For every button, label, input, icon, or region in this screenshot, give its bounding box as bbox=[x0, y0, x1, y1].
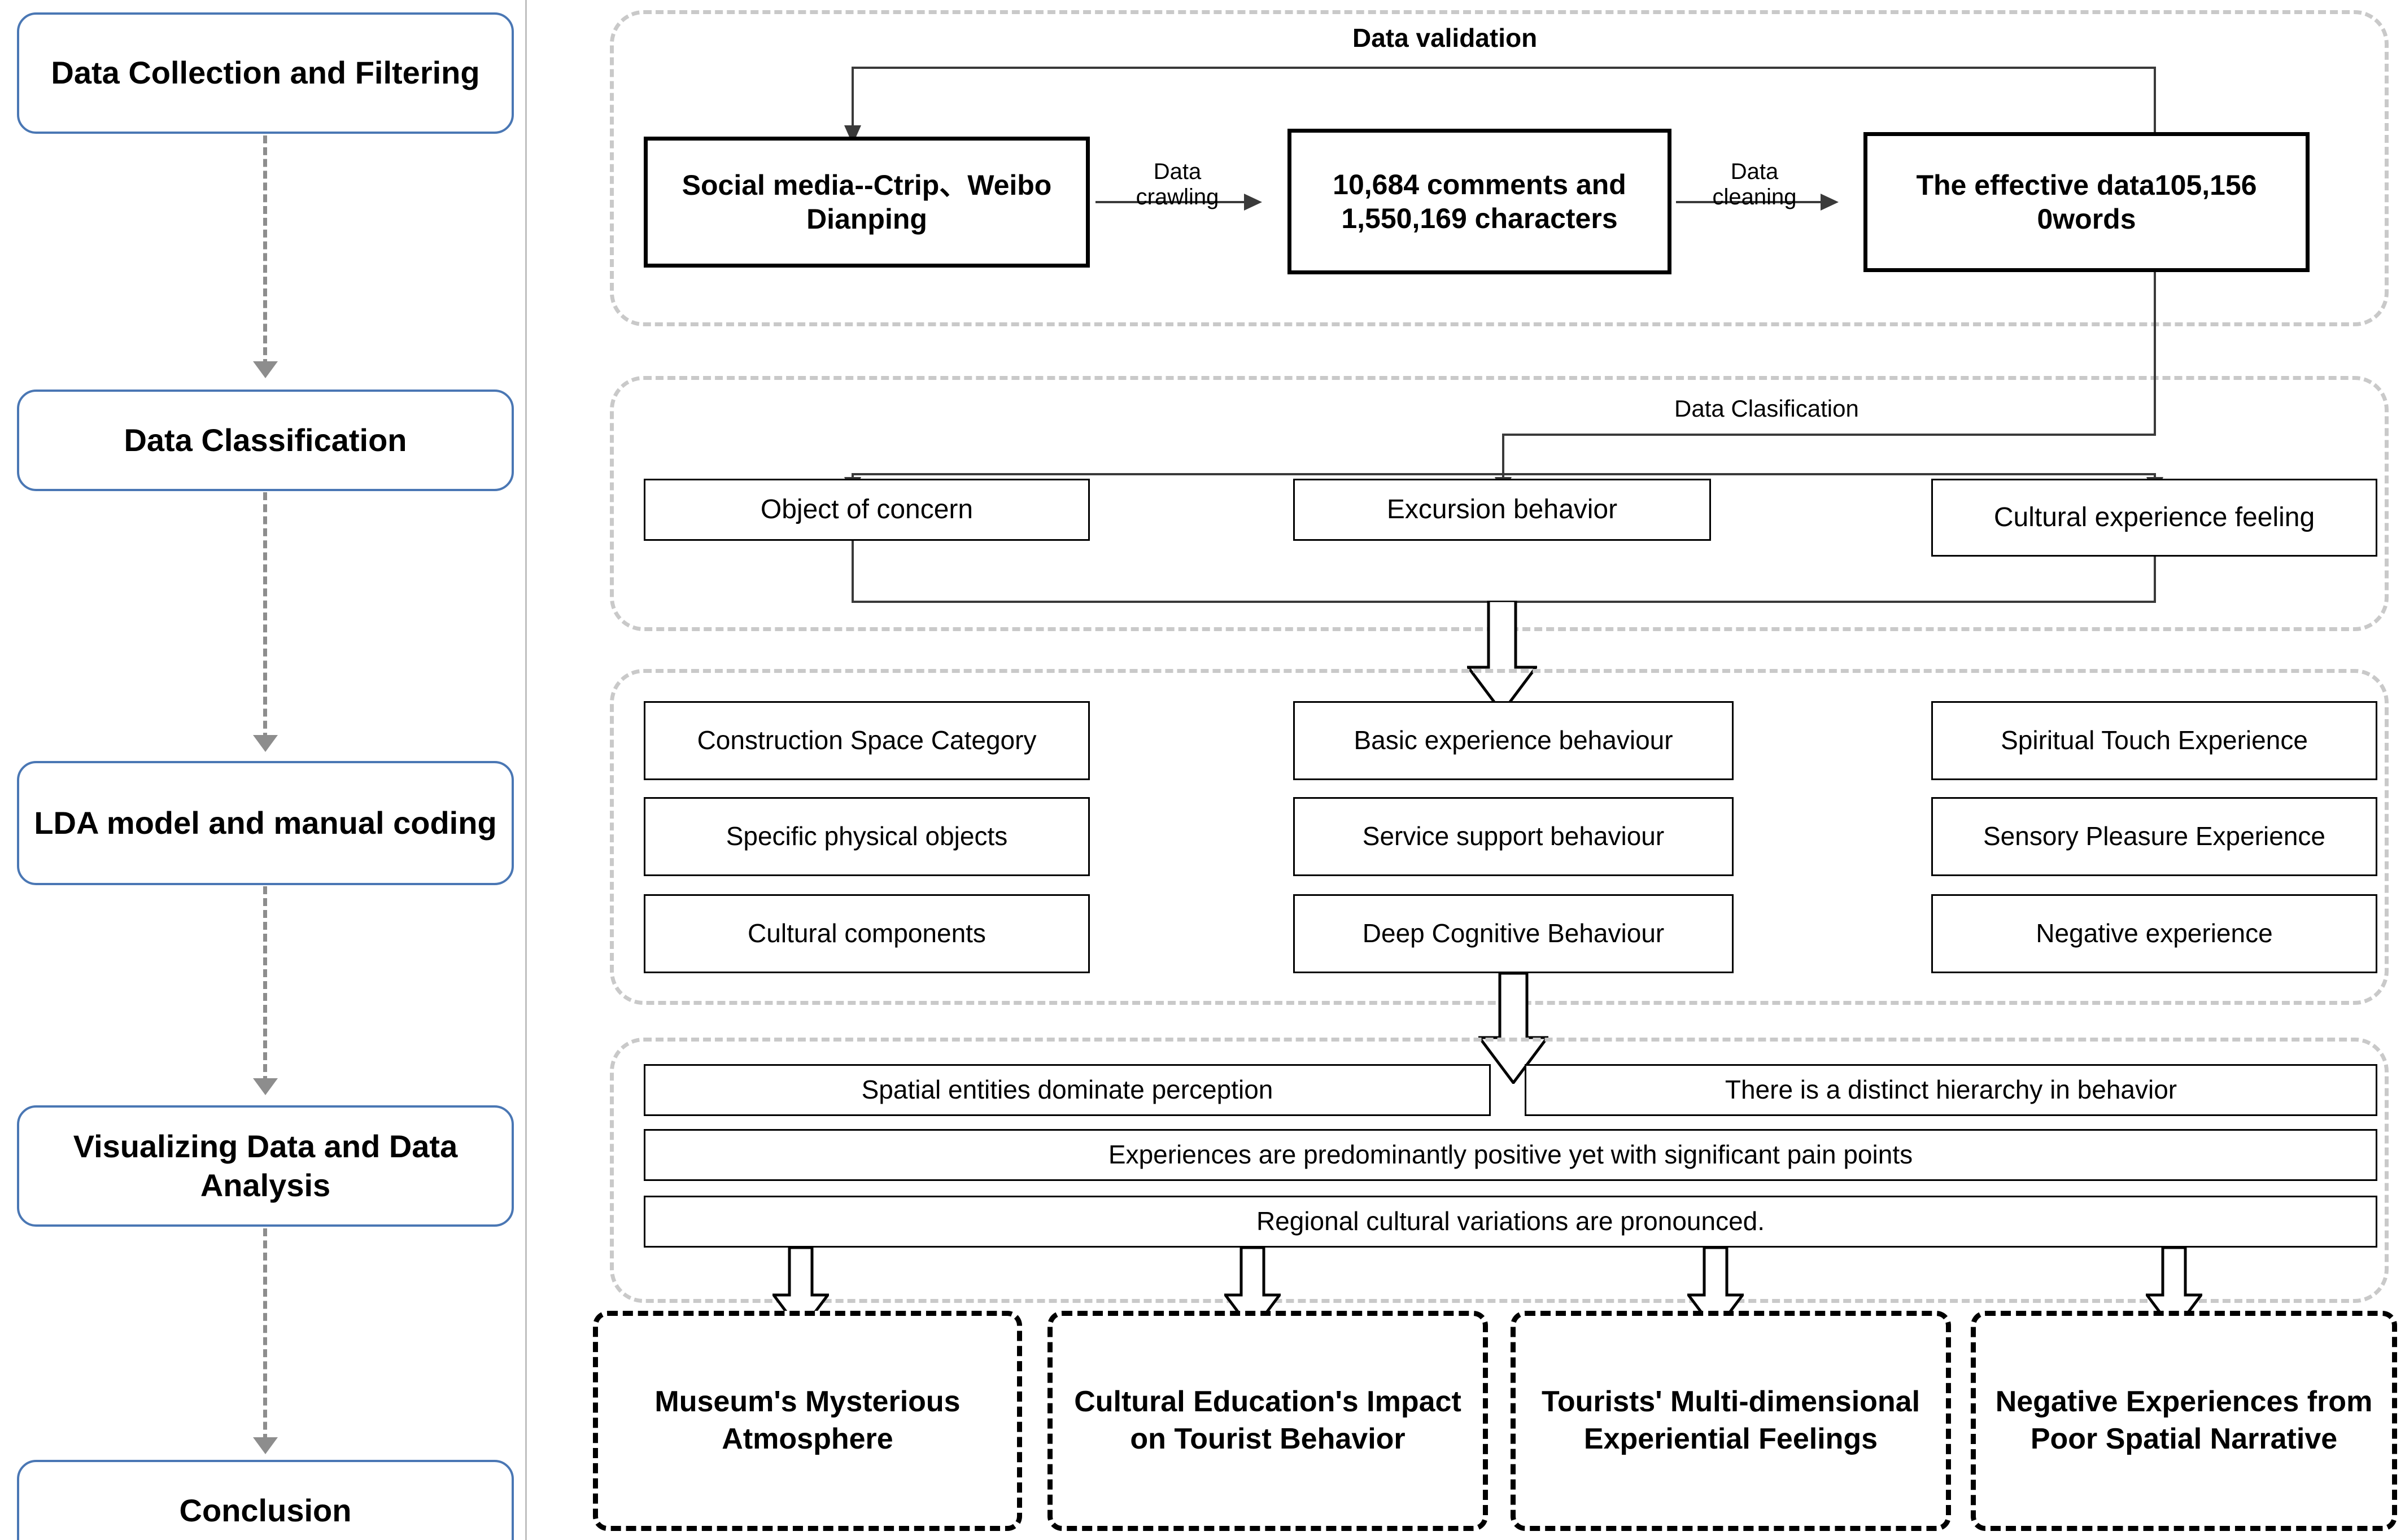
box-object-of-concern[interactable]: Object of concern bbox=[644, 479, 1090, 541]
stage-data-classification[interactable]: Data Classification bbox=[17, 390, 514, 491]
box-sensory-pleasure-experience[interactable]: Sensory Pleasure Experience bbox=[1931, 797, 2377, 876]
stage-data-collection[interactable]: Data Collection and Filtering bbox=[17, 12, 514, 134]
stage-visualizing-data[interactable]: Visualizing Data and Data Analysis bbox=[17, 1105, 514, 1227]
box-label: Cultural experience feeling bbox=[1993, 502, 2315, 533]
group-label-data-classification: Data Clasification bbox=[1674, 395, 1859, 422]
box-label: Cultural components bbox=[748, 918, 986, 948]
pipeline-arrowhead-4 bbox=[253, 1437, 278, 1454]
box-label: There is a distinct hierarchy in behavio… bbox=[1725, 1075, 2177, 1105]
stage-label: Data Classification bbox=[124, 422, 407, 458]
group-findings bbox=[610, 1038, 2389, 1303]
conclusion-label: Cultural Education's Impact on Tourist B… bbox=[1074, 1385, 1461, 1455]
box-finding-regional-variations[interactable]: Regional cultural variations are pronoun… bbox=[644, 1196, 2377, 1248]
merge-left-stub bbox=[852, 541, 854, 603]
box-spiritual-touch-experience[interactable]: Spiritual Touch Experience bbox=[1931, 701, 2377, 780]
box-finding-behavior-hierarchy[interactable]: There is a distinct hierarchy in behavio… bbox=[1525, 1064, 2377, 1116]
box-negative-experience[interactable]: Negative experience bbox=[1931, 894, 2377, 973]
box-label: The effective data105,156 0words bbox=[1916, 169, 2257, 235]
edge-label-data-cleaning: Data cleaning bbox=[1712, 159, 1797, 209]
box-label: Regional cultural variations are pronoun… bbox=[1256, 1206, 1765, 1236]
box-cultural-components[interactable]: Cultural components bbox=[644, 894, 1090, 973]
box-label: Specific physical objects bbox=[726, 821, 1008, 851]
box-label: Excursion behavior bbox=[1386, 495, 1618, 525]
conclusion-label: Negative Experiences from Poor Spatial N… bbox=[1995, 1385, 2373, 1455]
classification-bus-drop bbox=[1502, 434, 1504, 474]
box-comments-count[interactable]: 10,684 comments and 1,550,169 characters bbox=[1287, 129, 1671, 274]
box-label: Sensory Pleasure Experience bbox=[1983, 821, 2325, 851]
classification-bus-top bbox=[1502, 434, 2156, 436]
conclusion-label: Tourists' Multi-dimensional Experiential… bbox=[1541, 1385, 1920, 1455]
stage-label: Data Collection and Filtering bbox=[51, 55, 480, 91]
box-label: Service support behaviour bbox=[1362, 821, 1665, 851]
box-basic-experience-behaviour[interactable]: Basic experience behaviour bbox=[1293, 701, 1734, 780]
edge-label-data-crawling: Data crawling bbox=[1136, 159, 1219, 209]
stage-label: Visualizing Data and Data Analysis bbox=[73, 1128, 458, 1203]
feedback-line-left bbox=[852, 67, 854, 129]
box-label: Spiritual Touch Experience bbox=[2001, 725, 2308, 755]
edge-data-crawling-line bbox=[1095, 201, 1245, 203]
box-label: 10,684 comments and 1,550,169 characters bbox=[1333, 169, 1626, 234]
box-effective-data[interactable]: The effective data105,156 0words bbox=[1863, 132, 2310, 272]
stage-lda-model[interactable]: LDA model and manual coding bbox=[17, 761, 514, 885]
edge-data-cleaning-line bbox=[1676, 201, 1822, 203]
pipeline-arrowhead-1 bbox=[253, 361, 278, 378]
conclusion-label: Museum's Mysterious Atmosphere bbox=[654, 1385, 961, 1455]
conclusion-museum-atmosphere[interactable]: Museum's Mysterious Atmosphere bbox=[593, 1311, 1022, 1531]
box-finding-spatial-entities[interactable]: Spatial entities dominate perception bbox=[644, 1064, 1491, 1116]
pipeline-connector-4 bbox=[263, 1228, 267, 1442]
edge-data-crawling-arrowhead bbox=[1244, 194, 1262, 211]
box-label: Social media--Ctrip、Weibo Dianping bbox=[682, 169, 1052, 235]
stage-label: LDA model and manual coding bbox=[34, 804, 497, 841]
box-specific-physical-objects[interactable]: Specific physical objects bbox=[644, 797, 1090, 876]
box-label: Negative experience bbox=[2036, 918, 2273, 948]
group-data-validation bbox=[610, 10, 2389, 326]
pipeline-connector-1 bbox=[263, 135, 267, 367]
box-label: Spatial entities dominate perception bbox=[861, 1075, 1273, 1105]
box-label: Deep Cognitive Behaviour bbox=[1362, 918, 1665, 948]
classification-feed-vertical bbox=[2154, 272, 2156, 436]
group-label-data-validation: Data validation bbox=[1352, 23, 1538, 53]
block-arrow-classification-to-coding bbox=[1467, 601, 1537, 714]
edge-data-cleaning-arrowhead bbox=[1821, 194, 1839, 211]
pipeline-connector-3 bbox=[263, 886, 267, 1084]
pipeline-arrowhead-3 bbox=[253, 1078, 278, 1095]
box-deep-cognitive-behaviour[interactable]: Deep Cognitive Behaviour bbox=[1293, 894, 1734, 973]
pipeline-connector-2 bbox=[263, 492, 267, 741]
pipeline-arrowhead-2 bbox=[253, 735, 278, 752]
box-label: Object of concern bbox=[760, 495, 974, 525]
box-cultural-experience-feeling[interactable]: Cultural experience feeling bbox=[1931, 479, 2377, 557]
box-label: Experiences are predominantly positive y… bbox=[1108, 1140, 1913, 1170]
box-finding-positive-pain-points[interactable]: Experiences are predominantly positive y… bbox=[644, 1129, 2377, 1181]
merge-right-stub bbox=[2154, 557, 2156, 603]
stage-conclusion[interactable]: Conclusion bbox=[17, 1460, 514, 1540]
box-service-support-behaviour[interactable]: Service support behaviour bbox=[1293, 797, 1734, 876]
column-divider bbox=[525, 0, 527, 1540]
feedback-line-horizontal bbox=[852, 67, 2156, 69]
box-label: Construction Space Category bbox=[697, 725, 1037, 755]
conclusion-negative-spatial-narrative[interactable]: Negative Experiences from Poor Spatial N… bbox=[1971, 1311, 2397, 1531]
box-social-media-source[interactable]: Social media--Ctrip、Weibo Dianping bbox=[644, 137, 1090, 268]
conclusion-cultural-education[interactable]: Cultural Education's Impact on Tourist B… bbox=[1047, 1311, 1488, 1531]
stage-label: Conclusion bbox=[179, 1492, 352, 1528]
box-excursion-behavior[interactable]: Excursion behavior bbox=[1293, 479, 1711, 541]
conclusion-tourists-experiential[interactable]: Tourists' Multi-dimensional Experiential… bbox=[1511, 1311, 1951, 1531]
box-construction-space-category[interactable]: Construction Space Category bbox=[644, 701, 1090, 780]
box-label: Basic experience behaviour bbox=[1354, 725, 1673, 755]
